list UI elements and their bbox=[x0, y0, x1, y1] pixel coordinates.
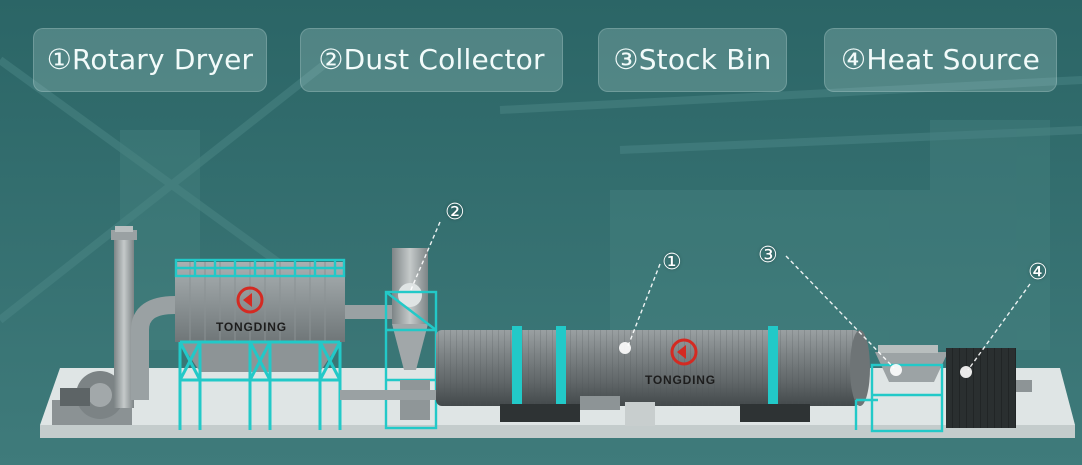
label-number: ① bbox=[46, 43, 73, 76]
callout-heat-source: ④ bbox=[1028, 260, 1048, 285]
label-text: Stock Bin bbox=[638, 43, 772, 76]
stock-bin bbox=[854, 345, 948, 433]
label-rotary-dryer: ①Rotary Dryer bbox=[33, 28, 267, 92]
cyclone bbox=[384, 248, 438, 430]
callout-stock-bin: ③ bbox=[758, 243, 778, 268]
label-text: Dust Collector bbox=[343, 43, 545, 76]
chimney bbox=[111, 226, 137, 408]
label-text: Heat Source bbox=[866, 43, 1040, 76]
brand-logo-text: TONGDING bbox=[216, 320, 287, 334]
label-stock-bin: ③Stock Bin bbox=[598, 28, 787, 92]
label-dust-collector: ②Dust Collector bbox=[300, 28, 563, 92]
label-heat-source: ④Heat Source bbox=[824, 28, 1057, 92]
label-number: ④ bbox=[841, 43, 867, 76]
label-text: Rotary Dryer bbox=[72, 43, 254, 76]
brand-logo-text: TONGDING bbox=[645, 373, 716, 387]
heat-source bbox=[946, 348, 1032, 428]
callout-rotary-dryer: ① bbox=[662, 250, 682, 275]
label-number: ③ bbox=[613, 43, 639, 76]
callout-dust-collector: ② bbox=[445, 200, 465, 225]
dust-collector bbox=[174, 258, 346, 430]
rotary-drum bbox=[436, 326, 870, 426]
label-number: ② bbox=[318, 43, 344, 76]
